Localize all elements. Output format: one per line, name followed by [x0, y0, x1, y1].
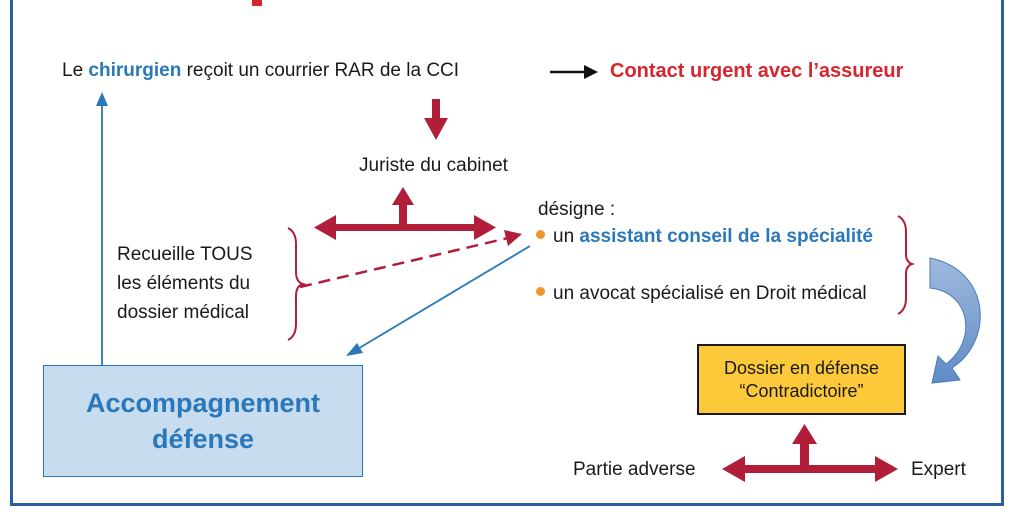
- bullet-icon: [536, 287, 545, 297]
- bullet-icon: [536, 230, 545, 240]
- collect-line-3: dossier médical: [117, 302, 249, 323]
- collect-line-2: les éléments du: [117, 273, 251, 294]
- arrow-to-urgent-contact: [550, 65, 598, 79]
- left-bracket: [287, 227, 307, 341]
- support-line-1: Accompagnement: [85, 388, 321, 418]
- bottom-double-arrow: [722, 424, 898, 482]
- urgent-contact-label: Contact urgent avec l’assureur: [610, 60, 904, 82]
- designated-lawyer: un avocat spécialisé en Droit médical: [536, 283, 867, 305]
- expert-label: Expert: [911, 459, 966, 480]
- right-bracket: [897, 215, 916, 315]
- collect-line-1: Recueille TOUS: [117, 244, 253, 265]
- curved-arrow-to-defense: [929, 257, 981, 384]
- arrow-down-to-jurist: [424, 99, 448, 140]
- top-line-rest: reçoit un courrier RAR de la CCI: [181, 60, 460, 81]
- designates-label: désigne :: [538, 199, 616, 220]
- defense-line-2: “Contradictoire”: [739, 380, 864, 401]
- designated-assistant: un assistant conseil de la spécialité: [536, 226, 873, 248]
- jurist-double-arrow: [314, 187, 496, 240]
- lawyer-label: un avocat spécialisé en Droit médical: [553, 283, 867, 304]
- surgeon-receives-letter: Le chirurgien reçoit un courrier RAR de …: [62, 60, 459, 82]
- arrow-to-support-box: [346, 245, 531, 356]
- arrow-up-to-surgeon: [96, 92, 108, 365]
- support-line-2: défense: [151, 424, 255, 454]
- assistant-label: assistant conseil de la spécialité: [579, 226, 874, 247]
- support-defense-box: Accompagnement défense: [43, 365, 363, 477]
- surgeon-label: chirurgien: [88, 60, 182, 81]
- jurist-label: Juriste du cabinet: [359, 155, 508, 176]
- collect-elements-text: Recueille TOUS les éléments du dossier m…: [117, 240, 253, 327]
- dashed-arrow-to-assistant: [299, 230, 522, 289]
- top-line-prefix: Le: [62, 60, 89, 81]
- defense-file-box: Dossier en défense “Contradictoire”: [697, 344, 906, 415]
- cropped-title-fragment: [252, 0, 262, 6]
- assistant-prefix: un: [553, 226, 580, 247]
- opposing-party-label: Partie adverse: [573, 459, 696, 480]
- diagram-frame: [10, 0, 1004, 506]
- defense-line-1: Dossier en défense: [723, 357, 880, 378]
